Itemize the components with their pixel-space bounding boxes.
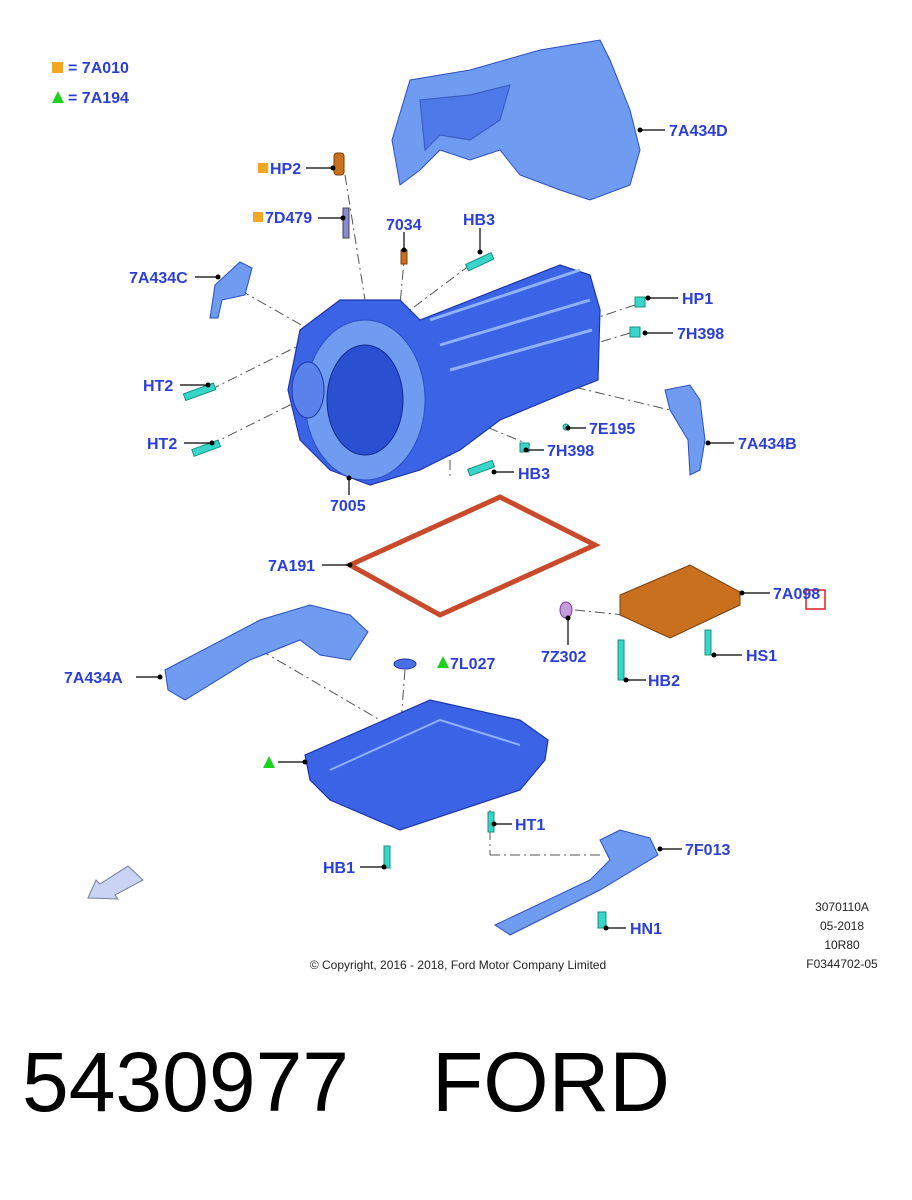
direction-arrow-icon — [87, 865, 144, 900]
label-ht1: HT1 — [515, 817, 545, 834]
heat-shield-7a434b — [664, 384, 706, 476]
oil-pan-gasket-7a191 — [344, 494, 601, 618]
legend-green-text: = 7A194 — [68, 90, 129, 107]
label-7a191: 7A191 — [268, 558, 315, 575]
7d479-sensor — [342, 207, 350, 239]
label-ht2-b: HT2 — [147, 436, 177, 453]
meta-line-4: F0344702-05 — [806, 957, 878, 971]
heat-shield-7a434a — [164, 604, 369, 701]
bracket-7a434c — [209, 261, 253, 319]
valve-body-7a098 — [619, 564, 741, 639]
label-hs1: HS1 — [746, 648, 777, 665]
heat-shield-7a434d — [391, 39, 641, 201]
label-7a434d: 7A434D — [669, 123, 728, 140]
leader-lines — [136, 127, 770, 931]
label-7l027: 7L027 — [450, 656, 495, 673]
label-7e195: 7E195 — [589, 421, 635, 438]
label-7005: 7005 — [330, 498, 366, 515]
oil-pan-triangle — [263, 756, 275, 768]
meta-line-3: 10R80 — [824, 938, 860, 952]
heat-shield-7f013 — [493, 829, 659, 936]
7d479-orange-marker — [253, 212, 263, 222]
label-hp2: HP2 — [270, 161, 301, 178]
washer-7l027 — [393, 658, 417, 670]
copyright-text: © Copyright, 2016 - 2018, Ford Motor Com… — [310, 958, 606, 972]
transmission-case-7005 — [287, 264, 601, 486]
hp2-sensor — [333, 152, 345, 176]
label-7d479: 7D479 — [265, 210, 312, 227]
label-7h398-b: 7H398 — [547, 443, 594, 460]
label-hb1: HB1 — [323, 860, 355, 877]
label-7a434b: 7A434B — [738, 436, 797, 453]
label-7h398-top: 7H398 — [677, 326, 724, 343]
label-hb3-b: HB3 — [518, 466, 550, 483]
label-7034: 7034 — [386, 217, 422, 234]
legend-orange-square — [52, 62, 63, 73]
label-7a098: 7A098 — [773, 586, 820, 603]
label-hp1: HP1 — [682, 291, 713, 308]
meta-line-1: 3070110A — [815, 900, 869, 914]
label-hn1: HN1 — [630, 921, 662, 938]
footer: 5430977 FORD — [0, 1040, 912, 1180]
heat-shield-7a434d-inner — [419, 84, 511, 152]
label-hb2: HB2 — [648, 673, 680, 690]
label-7z302: 7Z302 — [541, 649, 586, 666]
hp2-orange-marker — [258, 163, 268, 173]
meta-line-2: 05-2018 — [820, 919, 864, 933]
7l027-triangle — [437, 656, 449, 668]
seal-7z302 — [559, 601, 573, 619]
legend-green-triangle — [52, 91, 64, 103]
brand-name: FORD — [432, 1035, 670, 1129]
label-hb3-top: HB3 — [463, 212, 495, 229]
legend-orange-text: = 7A010 — [68, 60, 129, 77]
label-7a434c: 7A434C — [129, 270, 188, 287]
part-number: 5430977 — [22, 1035, 350, 1129]
label-7a434a: 7A434A — [64, 670, 123, 687]
exploded-parts-diagram: = 7A010 = 7A194 — [52, 39, 878, 972]
label-ht2-a: HT2 — [143, 378, 173, 395]
highlight-box — [805, 589, 826, 610]
oil-pan-7a194 — [304, 699, 549, 831]
label-7f013: 7F013 — [685, 842, 730, 859]
